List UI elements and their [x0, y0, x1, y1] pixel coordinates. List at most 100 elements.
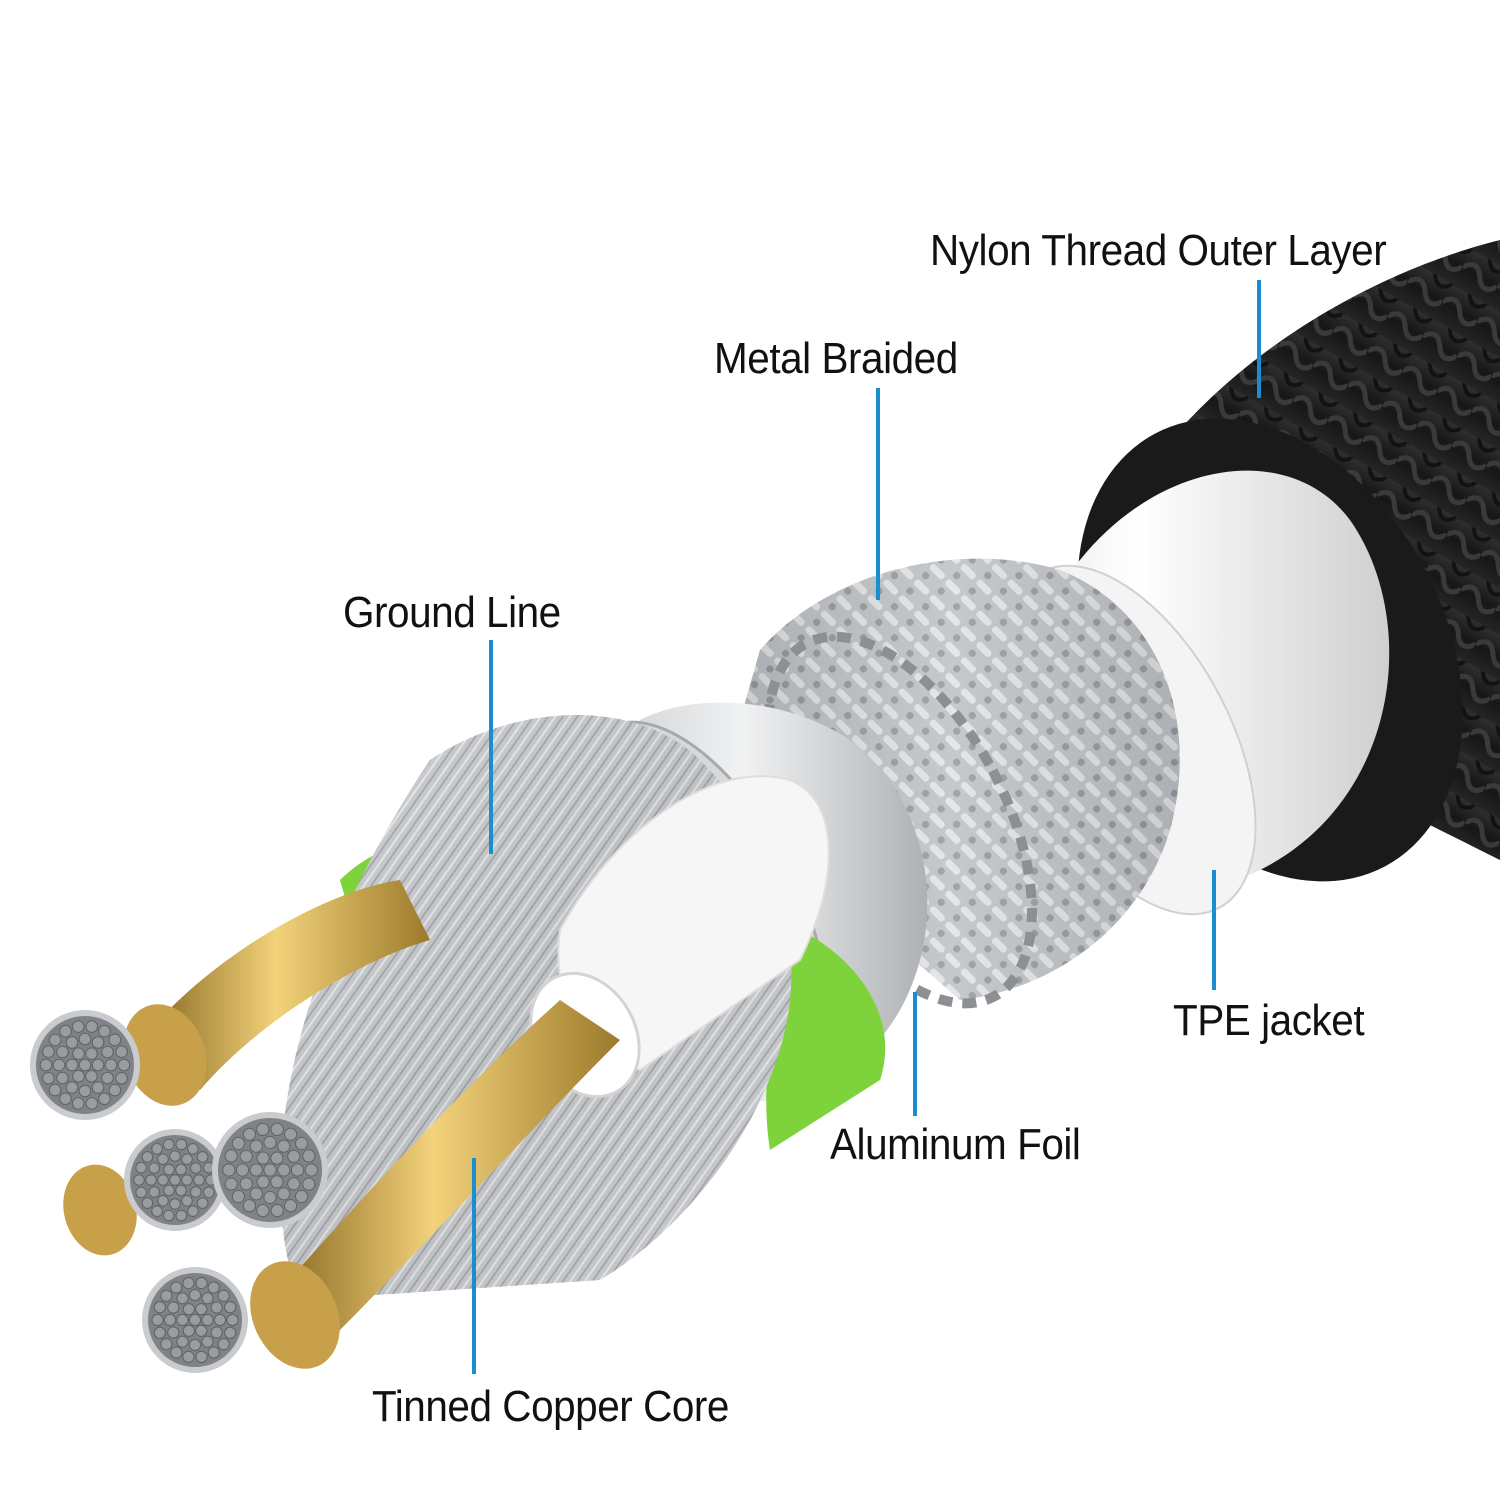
tinned-strand-end-4-strand: [210, 1301, 223, 1314]
tinned-strand-end-3-strand: [302, 1149, 316, 1163]
tinned-strand-end-4-strand: [224, 1326, 237, 1339]
tinned-strand-end-3-strand: [224, 1149, 238, 1163]
label-metal-braided: Metal Braided: [714, 334, 958, 383]
tinned-strand-end-3-strand: [304, 1163, 318, 1177]
tinned-strand-end-2-strand: [151, 1143, 163, 1155]
tinned-strand-end-3-strand: [263, 1190, 277, 1205]
tinned-strand-end-4-strand: [153, 1326, 166, 1339]
tinned-strand-end-4-center: [188, 1313, 202, 1327]
tinned-strand-end-3-strand: [242, 1199, 256, 1213]
tinned-strand-end-3-strand: [249, 1187, 263, 1201]
tinned-strand-end-3-strand: [287, 1177, 301, 1191]
leader-line-ground-line: [489, 640, 493, 854]
tinned-strand-end-3-center: [263, 1163, 277, 1177]
tinned-strand-end-1-strand: [104, 1058, 118, 1072]
tinned-strand-end-2-strand: [196, 1151, 209, 1163]
tinned-strand-end-1-strand: [71, 1020, 85, 1033]
copper-core-lower-end: [250, 1261, 340, 1369]
tinned-strand-end-3-strand: [270, 1175, 284, 1189]
tinned-strand-end-2-strand: [175, 1209, 188, 1222]
tinned-strand-end-4-strand: [213, 1313, 227, 1327]
tinned-strand-end-3-strand: [224, 1177, 238, 1191]
tinned-strand-end-4-strand: [195, 1350, 208, 1364]
tinned-strand-end-4-strand: [176, 1335, 189, 1348]
tinned-strand-end-2-strand: [162, 1138, 175, 1151]
tinned-strand-end-1-strand: [115, 1045, 128, 1058]
tinned-strand-end-1-strand: [48, 1033, 62, 1047]
tinned-strand-end-2-strand: [175, 1138, 188, 1151]
tinned-strand-end-2-strand: [135, 1161, 147, 1174]
tinned-strand-end-4-strand: [217, 1338, 230, 1351]
tinned-strand-end-1-strand: [108, 1033, 122, 1047]
ground-line-insulation-bottom: [766, 930, 886, 1150]
tinned-strand-end-4-strand: [176, 1292, 189, 1305]
tinned-strand-end-4-strand: [195, 1324, 208, 1337]
tinned-strand-end-1-strand: [108, 1083, 122, 1097]
tinned-strand-end-2-strand: [190, 1186, 202, 1198]
tinned-strand-end-2-strand: [157, 1195, 169, 1207]
tinned-strand-end-1-strand: [85, 1097, 99, 1110]
tinned-strand-end-3-strand: [256, 1175, 270, 1189]
tinned-strand-end-4-strand: [207, 1281, 220, 1294]
tinned-strand-end-1-strand: [117, 1058, 131, 1072]
tinned-strand-end-2-strand: [181, 1195, 193, 1207]
tinned-strand-end-1-strand: [65, 1081, 79, 1094]
tinned-strand-end-4-strand: [201, 1313, 214, 1327]
tinned-strand-end-2-strand: [175, 1184, 187, 1197]
tinned-strand-end-1-strand: [71, 1097, 85, 1110]
leader-line-metal-braided: [876, 388, 880, 600]
tinned-strand-end-2-strand: [163, 1184, 175, 1197]
tinned-strand-end-2-strand: [175, 1163, 187, 1176]
tinned-strand-end-3-strand: [295, 1189, 309, 1204]
label-aluminum-foil: Aluminum Foil: [830, 1120, 1081, 1169]
tinned-strand-end-4-strand: [182, 1303, 195, 1316]
tinned-strand-end-1-strand: [56, 1071, 69, 1085]
tinned-strand-end-3-strand: [290, 1163, 305, 1177]
tinned-strand-end-3-strand: [242, 1127, 256, 1141]
tinned-strand-end-2-strand: [145, 1174, 157, 1186]
tinned-strand-end-1-strand: [91, 1036, 105, 1049]
tinned-strand-end-3-strand: [263, 1135, 277, 1150]
tinned-strand-end-2-strand: [181, 1153, 193, 1165]
tinned-strand-end-4-strand: [195, 1303, 208, 1316]
tinned-strand-end-1-strand: [56, 1045, 69, 1059]
tinned-strand-end-2-strand: [141, 1151, 154, 1163]
tinned-strand-end-1-strand: [48, 1083, 62, 1097]
label-tpe-jacket: TPE jacket: [1173, 996, 1365, 1045]
tinned-strand-end-4-strand: [182, 1324, 195, 1337]
leader-line-tpe-jacket: [1212, 870, 1216, 990]
tinned-strand-end-1-strand: [42, 1045, 55, 1058]
tinned-strand-end-1-strand: [98, 1092, 111, 1106]
tinned-strand-end-2-strand: [148, 1186, 160, 1198]
tinned-strand-end-1-strand: [91, 1081, 105, 1094]
tinned-strand-end-2-strand: [157, 1153, 169, 1165]
leader-line-nylon: [1257, 280, 1261, 398]
tinned-strand-end-3-strand: [284, 1127, 298, 1141]
tinned-strand-end-4-strand: [207, 1346, 220, 1359]
tinned-strand-end-2-strand: [187, 1205, 199, 1217]
tinned-strand-end-1-strand: [91, 1058, 105, 1072]
label-ground-line: Ground Line: [343, 588, 561, 637]
tinned-strand-end-2-strand: [181, 1174, 193, 1186]
leader-line-tinned-copper-core: [472, 1158, 476, 1374]
tinned-strand-end-2-strand: [169, 1198, 181, 1210]
tinned-strand-end-4-strand: [182, 1350, 195, 1364]
tinned-strand-end-3-strand: [239, 1177, 253, 1191]
tinned-strand-end-1-strand: [85, 1020, 99, 1033]
tinned-strand-end-3-strand: [284, 1199, 298, 1213]
tinned-strand-end-3-strand: [249, 1139, 263, 1153]
tinned-strand-end-2-strand: [190, 1162, 202, 1174]
tinned-strand-end-2-strand: [203, 1186, 215, 1199]
tinned-strand-end-3-strand: [277, 1187, 291, 1201]
tinned-strand-end-2-strand: [148, 1162, 160, 1174]
tinned-strand-end-2-strand: [163, 1163, 175, 1176]
tinned-strand-end-4-strand: [226, 1313, 239, 1327]
tinned-strand-end-1-strand: [72, 1047, 85, 1060]
tinned-strand-end-1-strand: [52, 1058, 66, 1072]
leader-line-aluminum-foil: [913, 992, 917, 1116]
tinned-strand-end-3-strand: [256, 1151, 270, 1165]
tinned-strand-end-3-strand: [239, 1149, 253, 1163]
tinned-strand-end-3-strand: [235, 1163, 250, 1177]
tinned-strand-end-3-strand: [249, 1163, 263, 1177]
